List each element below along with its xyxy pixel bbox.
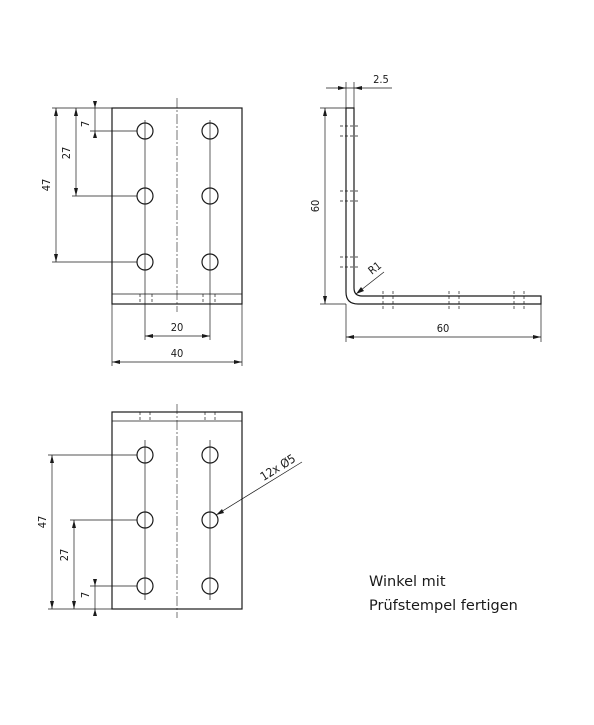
arrowhead [346, 335, 354, 339]
note-line-1: Winkel mit [369, 574, 446, 590]
bottom-view: 47 27 7 12x Ø5 [36, 404, 303, 618]
angle-profile [345, 107, 542, 305]
drawing-note: Winkel mit Prüfstempel fertigen [369, 574, 518, 614]
arrowhead [338, 86, 346, 90]
arrowhead [50, 455, 54, 463]
arrowhead [323, 296, 327, 304]
front-dim-20-label: 20 [171, 321, 184, 334]
arrowhead [354, 86, 362, 90]
arrowhead [145, 334, 153, 338]
side-radius-label: R1 [366, 259, 384, 277]
arrowhead [72, 520, 76, 528]
arrowhead [54, 254, 58, 262]
arrowhead [323, 108, 327, 116]
arrowhead [202, 334, 210, 338]
side-dim-60-horizontal-label: 60 [437, 322, 450, 335]
arrowhead [50, 601, 54, 609]
note-line-2: Prüfstempel fertigen [369, 598, 518, 614]
front-hole [201, 122, 219, 140]
arrowhead [54, 108, 58, 116]
side-dim-60-vertical-label: 60 [309, 200, 322, 213]
hole-callout-label: 12x Ø5 [258, 451, 298, 483]
arrowhead [93, 101, 97, 108]
arrowhead [93, 131, 97, 138]
front-hole [201, 187, 219, 205]
bottom-dim-47-label: 47 [36, 516, 49, 529]
arrowhead [74, 188, 78, 196]
arrowhead [533, 335, 541, 339]
arrowhead [216, 509, 224, 515]
front-dim-7-label: 7 [79, 121, 92, 127]
bottom-dim-27-label: 27 [58, 549, 71, 562]
arrowhead [356, 287, 364, 294]
side-view: 2.5 60 60 R1 [309, 73, 542, 342]
front-dim-40-label: 40 [171, 347, 184, 360]
arrowhead [74, 108, 78, 116]
front-dim-27-label: 27 [60, 147, 73, 160]
hole-callout-leader [215, 461, 303, 516]
arrowhead [93, 579, 97, 586]
arrowhead [72, 601, 76, 609]
front-hole [201, 253, 219, 271]
front-view: 47 27 7 20 40 [40, 98, 243, 366]
bottom-hole [201, 577, 219, 595]
front-dim-47-label: 47 [40, 179, 53, 192]
bottom-dim-7-label: 7 [79, 592, 92, 598]
side-dim-2.5-label: 2.5 [373, 73, 389, 86]
arrowhead [112, 360, 120, 364]
bottom-hole [201, 511, 219, 529]
arrowhead [93, 609, 97, 616]
arrowhead [234, 360, 242, 364]
bottom-hole [201, 446, 219, 464]
